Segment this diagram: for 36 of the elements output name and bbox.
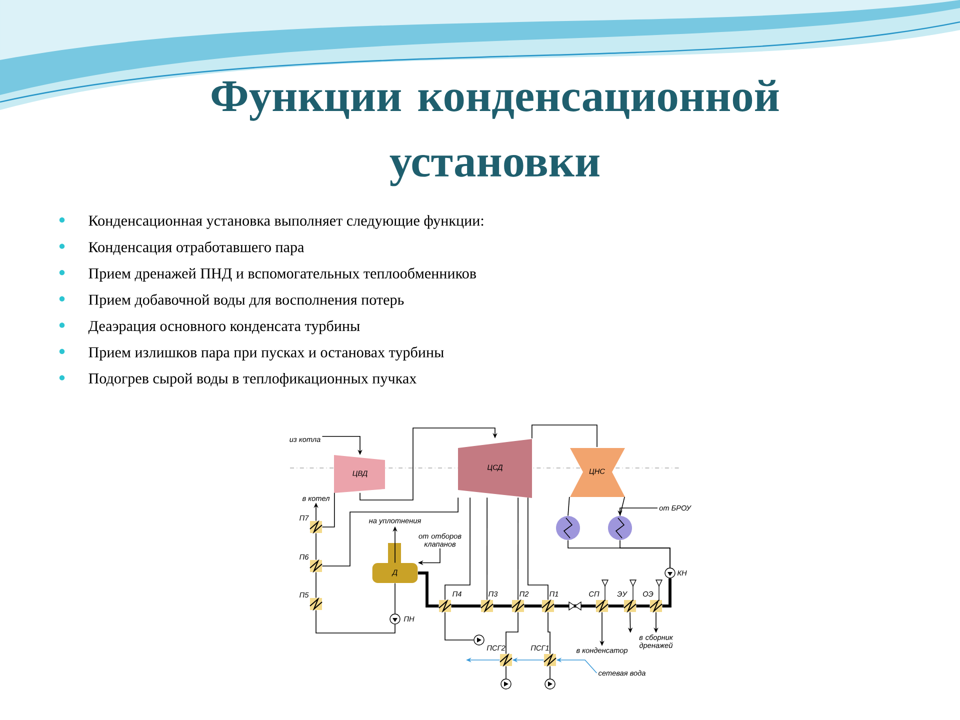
condenser bbox=[556, 516, 580, 540]
pipe-line bbox=[524, 604, 542, 608]
bullet-text: Прием излишков пара при пусках и остановах турбины bbox=[88, 346, 444, 360]
pump-symbol bbox=[544, 678, 556, 690]
pipe-line bbox=[322, 497, 458, 566]
pipe-line bbox=[316, 610, 396, 634]
pipe-line bbox=[620, 496, 625, 516]
pipe-line bbox=[568, 496, 570, 516]
pipe-line bbox=[548, 612, 550, 654]
bullet-text: Деаэрация основного конденсата турбины bbox=[88, 320, 360, 334]
pipe-line bbox=[418, 572, 439, 608]
bullet-text: Прием добавочной воды для восполнения потерь bbox=[88, 294, 404, 308]
bullet-text: Подогрев сырой воды в теплофикационных пучках bbox=[88, 372, 416, 387]
pipe-line bbox=[636, 604, 650, 608]
pipe-line bbox=[444, 497, 470, 600]
bullet-text: Конденсационная установка выполняет следующие функции: bbox=[88, 215, 484, 229]
pipe-line bbox=[360, 428, 498, 500]
pipe-line bbox=[493, 604, 512, 608]
bullet-text: Прием дренажей ПНД и вспомогательных теплообменников bbox=[88, 268, 476, 282]
pipe-line bbox=[486, 497, 488, 600]
pump-symbol bbox=[500, 678, 512, 690]
pump-symbol bbox=[474, 634, 484, 646]
condenser bbox=[608, 516, 632, 540]
pipe-line bbox=[451, 604, 481, 608]
pipe-line bbox=[620, 540, 670, 568]
pipe-line bbox=[662, 578, 672, 608]
pipe-line bbox=[444, 612, 474, 640]
pipe-line bbox=[394, 582, 396, 614]
title: Функции конденсационной установки bbox=[212, 80, 779, 186]
pipe-line bbox=[532, 424, 598, 448]
pipe-line bbox=[506, 612, 518, 654]
pipe-line bbox=[322, 492, 335, 528]
pipe-line bbox=[608, 604, 624, 608]
bullet-text: Конденсация отработавшего пара bbox=[88, 241, 304, 256]
pipe-line bbox=[528, 497, 548, 600]
pipe-line bbox=[554, 604, 596, 608]
